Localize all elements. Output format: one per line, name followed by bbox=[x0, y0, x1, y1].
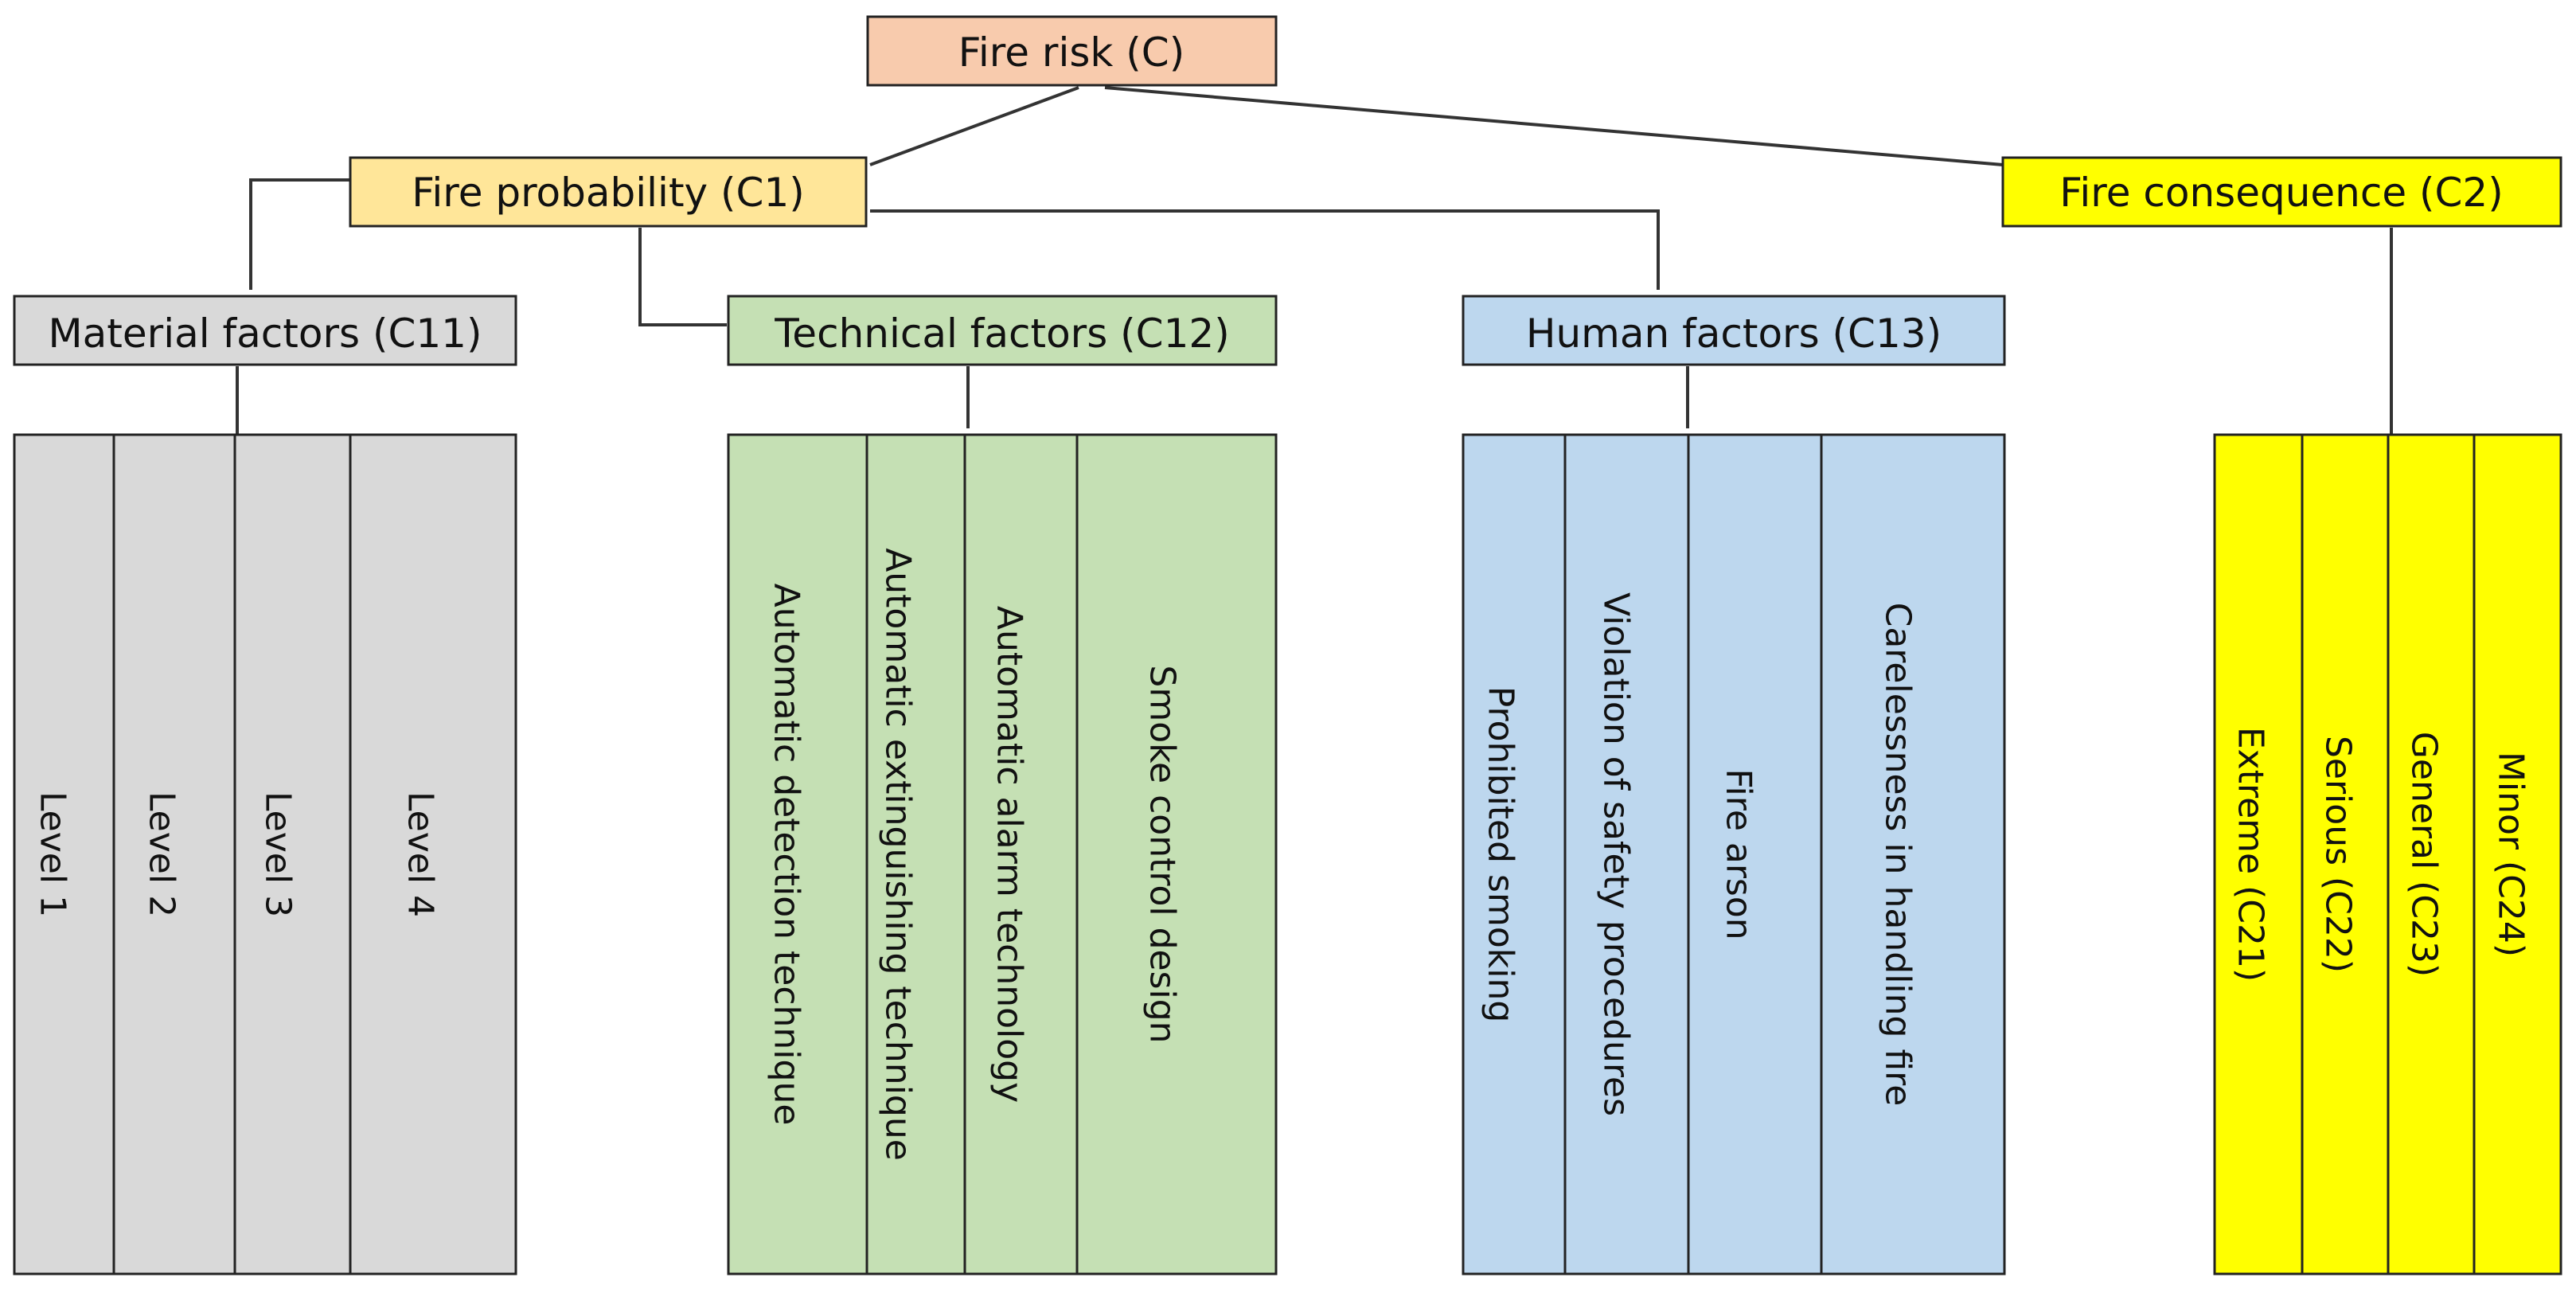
material-items: Level 1 Level 2 Level 3 Level 4 bbox=[13, 433, 517, 1275]
technical-item-cell bbox=[1075, 433, 1278, 1275]
connector-probability-to-technical bbox=[638, 228, 727, 326]
technical-item-label: Smoke control design bbox=[1142, 665, 1183, 1043]
material-item-cell bbox=[349, 433, 517, 1275]
human-item-label: Violation of safety procedures bbox=[1596, 592, 1637, 1116]
consequence-item-cell bbox=[2473, 433, 2562, 1275]
technical-node: Technical factors (C12) bbox=[727, 295, 1278, 366]
human-item-cell bbox=[1820, 433, 2006, 1275]
consequence-item-label: Minor (C24) bbox=[2491, 752, 2531, 957]
technical-item-cell bbox=[727, 433, 868, 1275]
consequence-item-cell bbox=[2387, 433, 2476, 1275]
human-item-label: Carelessness in handling fire bbox=[1878, 603, 1918, 1107]
technical-item-cell bbox=[865, 433, 966, 1275]
consequence-box bbox=[2001, 156, 2562, 228]
probability-node: Fire probability (C1) bbox=[349, 156, 868, 228]
consequence-node: Fire consequence (C2) bbox=[2001, 156, 2562, 228]
consequence-label: Fire consequence (C2) bbox=[2059, 170, 2503, 216]
consequence-item-label: Extreme (C21) bbox=[2231, 727, 2271, 982]
consequence-item-label: Serious (C22) bbox=[2318, 736, 2359, 973]
technical-item-label: Automatic detection technique bbox=[767, 584, 807, 1126]
technical-item-cell bbox=[963, 433, 1079, 1275]
material-item-label: Level 1 bbox=[33, 791, 73, 917]
technical-items: Automatic detection technique Automatic … bbox=[727, 433, 1278, 1275]
human-item-cell bbox=[1563, 433, 1690, 1275]
human-label: Human factors (C13) bbox=[1526, 311, 1942, 357]
connectors bbox=[236, 86, 2393, 435]
probability-label: Fire probability (C1) bbox=[412, 170, 805, 216]
material-label: Material factors (C11) bbox=[49, 311, 482, 357]
material-item-label: Level 4 bbox=[400, 791, 441, 917]
connector-probability-to-material bbox=[249, 178, 350, 290]
root-node: Fire risk (C) bbox=[866, 15, 1278, 87]
human-item-label: Prohibited smoking bbox=[1481, 686, 1521, 1023]
root-label: Fire risk (C) bbox=[958, 29, 1185, 76]
human-node: Human factors (C13) bbox=[1462, 295, 2006, 366]
consequence-item-label: General (C23) bbox=[2404, 732, 2445, 977]
consequence-item-cell bbox=[2301, 433, 2390, 1275]
root-box bbox=[866, 15, 1278, 87]
material-item-label: Level 3 bbox=[258, 791, 299, 917]
consequence-items: Extreme (C21) Serious (C22) General (C23… bbox=[2213, 433, 2562, 1275]
probability-box bbox=[349, 156, 868, 228]
connector-root-to-consequence bbox=[1104, 86, 2004, 166]
technical-item-label: Automatic alarm technology bbox=[989, 606, 1030, 1103]
material-item-label: Level 2 bbox=[142, 791, 182, 917]
human-items: Prohibited smoking Violation of safety p… bbox=[1462, 433, 2006, 1275]
consequence-item-cell bbox=[2213, 433, 2304, 1275]
human-item-label: Fire arson bbox=[1719, 768, 1759, 939]
technical-box bbox=[727, 295, 1278, 366]
connector-probability-to-human bbox=[870, 209, 1660, 290]
human-box bbox=[1462, 295, 2006, 366]
connector-root-to-probability bbox=[869, 86, 1079, 166]
material-box bbox=[13, 295, 517, 366]
material-node: Material factors (C11) bbox=[13, 295, 517, 366]
technical-item-label: Automatic extinguishing technique bbox=[878, 548, 919, 1161]
technical-label: Technical factors (C12) bbox=[774, 311, 1229, 357]
material-item-cell bbox=[233, 433, 352, 1275]
